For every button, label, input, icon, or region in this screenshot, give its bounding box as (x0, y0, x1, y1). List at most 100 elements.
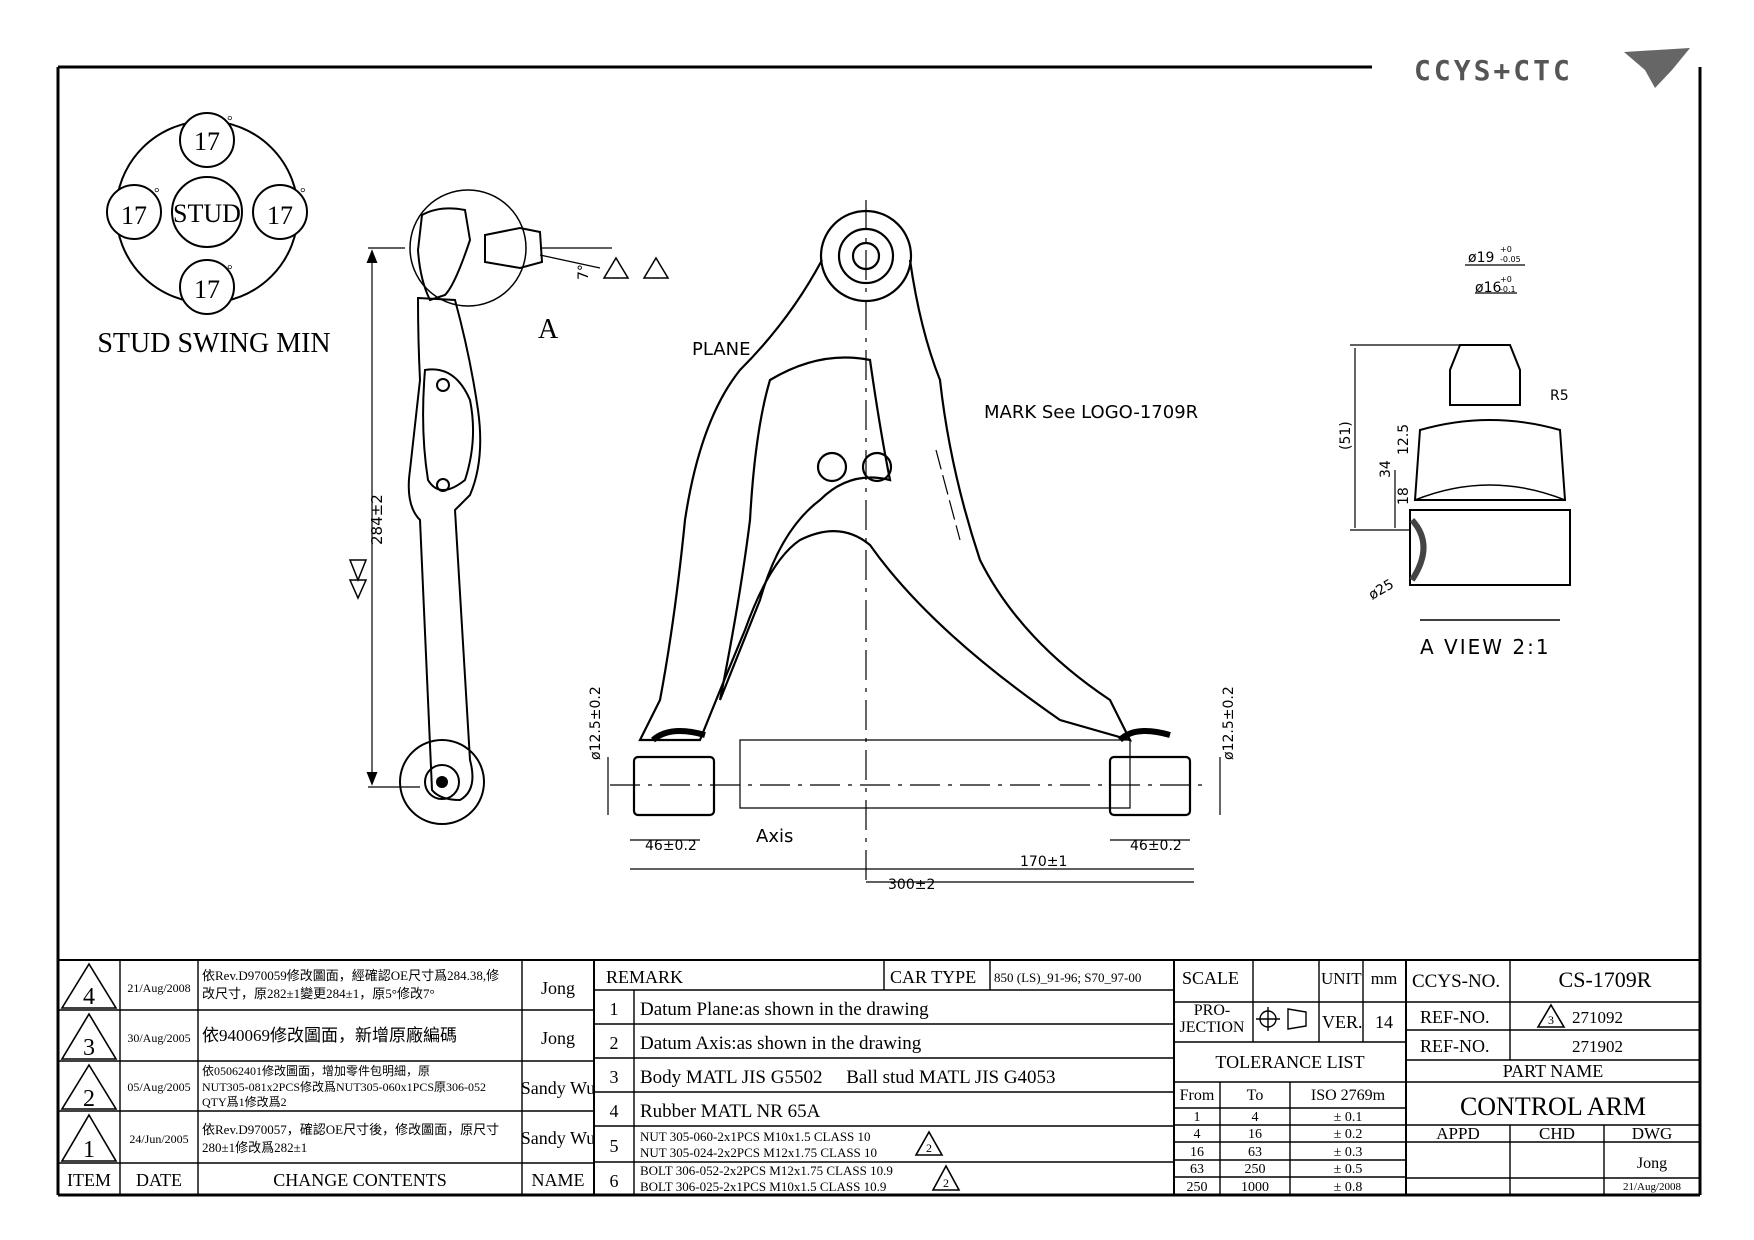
revision-date: 30/Aug/2005 (127, 1031, 190, 1045)
ver-label: VER. (1322, 1012, 1363, 1032)
remark-text: Body MATL JIS G5502 Ball stud MATL JIS G… (640, 1067, 1056, 1088)
plane-label: PLANE (692, 339, 750, 360)
mark-label: MARK See LOGO-1709R (984, 402, 1198, 423)
a-view-caption: A VIEW 2:1 (1420, 635, 1551, 659)
remark-no: 2 (610, 1033, 619, 1053)
stud-swing-top: 17 (194, 127, 220, 156)
header-date: DATE (136, 1170, 182, 1190)
tolerance-cell: 1000 (1241, 1180, 1269, 1195)
d18-label: 18 (1396, 487, 1412, 505)
remark-no: 6 (610, 1171, 619, 1191)
dia19-tolerance-bottom: -0.05 (1500, 255, 1521, 264)
remark-rev-mark: 2 (926, 1141, 932, 1155)
revision-item: 1 (83, 1137, 95, 1163)
part-name-label: PART NAME (1503, 1061, 1603, 1081)
logo-text: CCYS+CTC (1414, 54, 1573, 87)
header-change-contents: CHANGE CONTENTS (273, 1170, 447, 1190)
ref-rev-mark: 3 (1548, 1013, 1554, 1027)
stud-swing-caption: STUD SWING MIN (97, 328, 330, 359)
tolerance-cell: 250 (1187, 1180, 1208, 1195)
tolerance-cell: ± 0.1 (1334, 1110, 1363, 1125)
revision-item: 4 (83, 984, 95, 1010)
revision-item: 3 (83, 1035, 95, 1061)
ref-no-label: REF-NO. (1420, 1007, 1490, 1027)
projection-label: PRO- (1194, 1002, 1230, 1019)
tolerance-cell: ± 0.8 (1334, 1180, 1363, 1195)
drawing-frame (56, 65, 1702, 1197)
tolerance-cell: ± 0.3 (1334, 1145, 1363, 1160)
tolerance-header: To (1247, 1087, 1264, 1104)
diameter-left: ø12.5±0.2 (588, 686, 604, 760)
tolerance-cell: 16 (1248, 1127, 1262, 1142)
dwg-name: Jong (1637, 1155, 1667, 1172)
tolerance-cell: ± 0.5 (1334, 1162, 1363, 1177)
width-left: 46±0.2 (645, 838, 697, 854)
remark-no: 4 (610, 1101, 619, 1121)
dwg-label: DWG (1632, 1124, 1673, 1143)
revision-name: Jong (541, 978, 575, 998)
d12-5-label: 12.5 (1396, 424, 1412, 455)
remark-no: 5 (610, 1136, 619, 1156)
remark-no: 3 (610, 1067, 619, 1087)
dia16-label: ø16 (1475, 280, 1501, 296)
width-right: 46±0.2 (1130, 838, 1182, 854)
revision-name: Jong (541, 1028, 575, 1048)
remark-text: Datum Plane:as shown in the drawing (640, 999, 929, 1020)
remark-text: BOLT 306-025-2x1PCS M10x1.5 CLASS 10.9 (640, 1179, 886, 1194)
ref-no-value: 271902 (1572, 1037, 1623, 1056)
remark-text: NUT 305-024-2x2PCS M12x1.75 CLASS 10 (640, 1145, 877, 1160)
ccys-no-value: CS-1709R (1559, 967, 1652, 992)
revision-name: Sandy Wu (521, 1128, 595, 1148)
d34-label: 34 (1378, 460, 1394, 478)
tolerance-title: TOLERANCE LIST (1215, 1052, 1364, 1072)
d25-label: ø25 (1366, 576, 1397, 603)
tolerance-cell: 4 (1194, 1127, 1201, 1142)
dia16-tolerance-top: +0 (1500, 275, 1512, 284)
detail-a-label: A (538, 314, 559, 345)
tolerance-header: From (1180, 1087, 1215, 1104)
appd-label: APPD (1436, 1124, 1479, 1143)
company-logo: CCYS+CTC (1414, 48, 1690, 88)
r5-label: R5 (1550, 388, 1569, 404)
front-view (607, 200, 1221, 883)
dim-170: 170±1 (1020, 854, 1067, 870)
tolerance-cell: 250 (1245, 1162, 1266, 1177)
chd-label: CHD (1539, 1124, 1575, 1143)
tolerance-cell: 16 (1190, 1145, 1204, 1160)
dim-300: 300±2 (888, 877, 935, 893)
dia16-tolerance-bottom: -0.1 (1500, 285, 1516, 294)
car-type-value: 850 (LS)_91-96; S70_97-00 (994, 970, 1141, 985)
revision-item: 2 (83, 1086, 95, 1112)
part-name: CONTROL ARM (1460, 1092, 1646, 1121)
unit-label: UNIT (1321, 969, 1362, 988)
tolerance-cell: ± 0.2 (1334, 1127, 1363, 1142)
remark-text: Rubber MATL NR 65A (640, 1101, 821, 1122)
diameter-right: ø12.5±0.2 (1221, 686, 1237, 760)
dia19-label: ø19 (1468, 250, 1494, 266)
title-block-grid (58, 959, 1700, 1195)
car-type-label: CAR TYPE (890, 967, 976, 987)
side-view (348, 189, 670, 825)
projection-label: JECTION (1180, 1019, 1245, 1036)
revision-content: QTY爲1修改爲2 (202, 1094, 287, 1109)
dia19-tolerance-top: +0 (1500, 245, 1512, 254)
detail-view-a (1350, 264, 1571, 621)
revision-date: 05/Aug/2005 (127, 1080, 190, 1094)
remark-text: Datum Axis:as shown in the drawing (640, 1033, 922, 1054)
revision-date: 21/Aug/2008 (127, 981, 190, 995)
dwg-date: 21/Aug/2008 (1623, 1181, 1682, 1193)
revision-content: 依940069修改圖面，新增原廠編碼 (202, 1025, 457, 1045)
stud-swing-left: 17 (121, 201, 147, 230)
remark-text: NUT 305-060-2x1PCS M10x1.5 CLASS 10 (640, 1129, 871, 1144)
revision-content: 280±1修改爲282±1 (202, 1140, 307, 1155)
scale-label: SCALE (1182, 968, 1239, 988)
ref-no-value: 271092 (1572, 1008, 1623, 1027)
logo-mark-icon (1624, 48, 1690, 88)
stud-swing-diagram (106, 112, 308, 315)
revision-content: 依05062401修改圖面，增加零件包明細，原 (202, 1063, 430, 1078)
tolerance-cell: 63 (1248, 1145, 1262, 1160)
ref-no-label: REF-NO. (1420, 1036, 1490, 1056)
header-item: ITEM (67, 1170, 111, 1190)
degree-mark: ° (300, 186, 306, 201)
